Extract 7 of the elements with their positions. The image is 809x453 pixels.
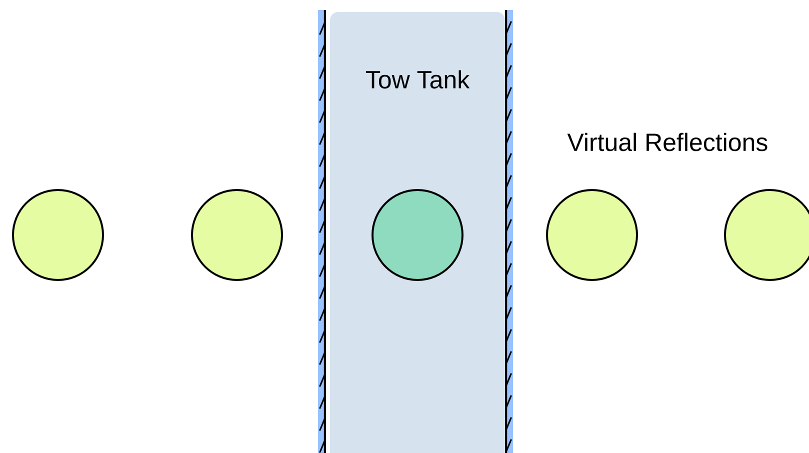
circle	[724, 189, 809, 281]
tank-band: Tow Tank	[330, 12, 505, 453]
circle	[12, 189, 104, 281]
region-label: Virtual Reflections	[567, 132, 768, 152]
circle	[191, 189, 283, 281]
circle	[546, 189, 638, 281]
circle	[372, 189, 464, 281]
